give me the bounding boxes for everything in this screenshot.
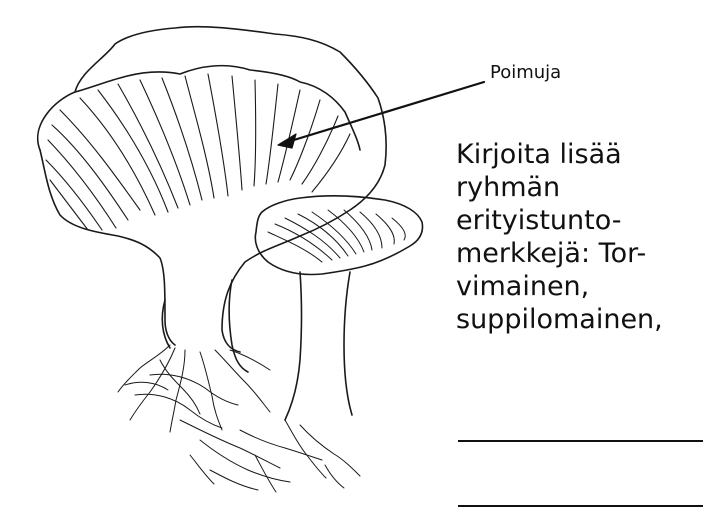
task-line: erityistunto- [456,204,703,237]
large-cap-underside [40,150,175,345]
task-line: ryhmän [456,171,703,204]
small-stem-right [344,272,352,415]
task-line: suppilomainen, [456,303,703,336]
small-stem-left [285,272,302,420]
callout-arrow-head [278,134,296,148]
large-stem-right [229,280,248,372]
task-line: merkkejä: Tor- [456,237,703,270]
roots [118,345,360,492]
small-cap-outline [255,196,422,275]
task-line: vimainen, [456,270,703,303]
large-cap-gills [46,74,350,230]
task-line: Kirjoita lisää [456,138,703,171]
answer-line-2[interactable] [458,505,703,507]
callout-arrow-line [284,82,484,143]
task-text: Kirjoita lisää ryhmän erityistunto- merk… [456,138,703,336]
answer-line-1[interactable] [458,440,703,442]
large-stem-left [162,300,170,348]
callout-label: Poimuja [490,62,561,83]
